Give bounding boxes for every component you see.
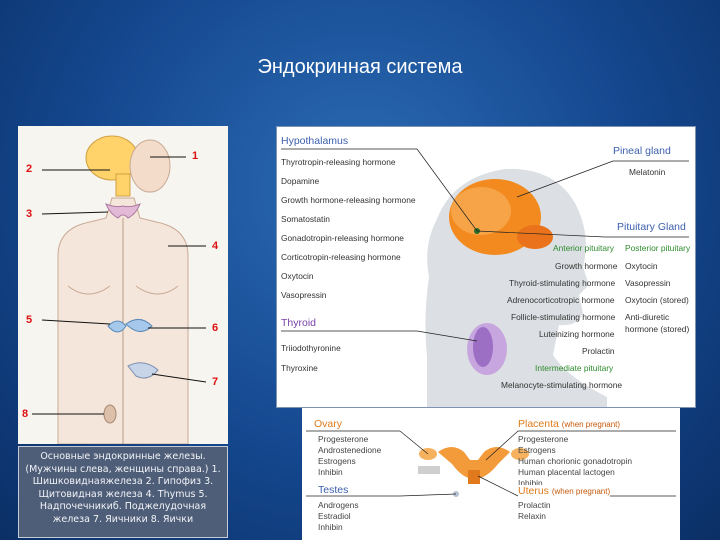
hypothalamus-hormone: Gonadotropin-releasing hormone: [281, 233, 404, 243]
hypothalamus-hormone: Vasopressin: [281, 290, 327, 300]
ovary-hormone: Progesterone: [318, 434, 369, 444]
slide-title: Эндокринная система: [257, 56, 463, 78]
placenta-heading: Placenta (when pregnant): [518, 418, 621, 430]
reproductive-svg: [306, 430, 676, 497]
ovary-hormone: Estrogens: [318, 456, 356, 466]
anterior-pituitary-heading: Anterior pituitary: [553, 243, 614, 253]
label-number-1: 1: [192, 150, 199, 162]
adrenal-shape: [107, 320, 127, 333]
endocrine-diagram: Hypothalamus Thyrotropin-releasing hormo…: [276, 126, 696, 408]
testes-shape: [103, 404, 117, 424]
head-silhouette: [281, 148, 689, 407]
label-number-2: 2: [26, 163, 33, 175]
label-number-5: 5: [26, 314, 33, 326]
uterus-hormone: Prolactin: [518, 500, 551, 510]
ovary-hormone: Inhibin: [318, 467, 343, 477]
hypothalamus-hormone: Dopamine: [281, 176, 320, 186]
uterus-heading: Uterus (when pregnant): [518, 485, 611, 497]
thyroid-hormone: Thyroxine: [281, 363, 318, 373]
testes-heading: Testes: [318, 484, 349, 496]
reproductive-diagram: Ovary Progesterone Androstenedione Estro…: [302, 408, 680, 540]
label-number-7: 7: [212, 376, 219, 388]
posterior-hormone: Oxytocin (stored): [625, 295, 689, 305]
label-number-4: 4: [212, 240, 219, 252]
placenta-hormone: Estrogens: [518, 445, 556, 455]
thyroid-shape: [105, 203, 141, 219]
ovary-heading: Ovary: [314, 418, 343, 430]
anterior-hormone: Follicle-stimulating hormone: [511, 312, 616, 322]
posterior-hormone: hormone (stored): [625, 324, 690, 334]
pineal-heading: Pineal gland: [613, 145, 671, 157]
hypothalamus-heading: Hypothalamus: [281, 135, 349, 147]
hypothalamus-hormone: Oxytocin: [281, 271, 314, 281]
hypothalamus-hormone: Somatostatin: [281, 214, 330, 224]
thyroid-heading: Thyroid: [281, 317, 317, 329]
pituitary-heading: Pituitary Gland: [617, 221, 686, 233]
placenta-hormone: Progesterone: [518, 434, 569, 444]
hypothalamus-hormone: Thyrotropin-releasing hormone: [281, 157, 396, 167]
thyroid-hormone: Triiodothyronine: [281, 343, 341, 353]
anterior-hormone: Luteinizing hormone: [539, 329, 615, 339]
anterior-hormone: Growth hormone: [555, 261, 618, 271]
placenta-hormone: Human placental lactogen: [518, 467, 615, 477]
label-number-6: 6: [212, 322, 219, 334]
testes-hormone: Androgens: [318, 500, 359, 510]
ovary-shape: [127, 362, 159, 379]
label-number-8: 8: [22, 408, 29, 420]
anterior-hormone: Thyroid-stimulating hormone: [509, 278, 616, 288]
placenta-hormone: Human chorionic gonadotropin: [518, 456, 633, 466]
intermediate-pituitary-heading: Intermediate pituitary: [535, 363, 614, 373]
placenta-hormone: Inhibin: [518, 478, 543, 488]
pineal-hormone: Melatonin: [629, 167, 666, 177]
intermediate-hormone: Melanocyte-stimulating hormone: [501, 380, 623, 390]
posterior-hormone: Anti-diuretic: [625, 312, 670, 322]
uterus-hormone: Relaxin: [518, 511, 546, 521]
brain-shape: [85, 135, 139, 181]
posterior-hormone: Vasopressin: [625, 278, 671, 288]
uterus-note: (when pregnant): [551, 487, 611, 496]
figure-caption: Основные эндокринные железы. (Мужчины сл…: [18, 446, 228, 538]
anterior-hormone: Adrenocorticotropic hormone: [507, 295, 615, 305]
hypothalamus-hormone: Corticotropin-releasing hormone: [281, 252, 401, 262]
body-silhouette: [32, 135, 207, 444]
label-number-3: 3: [26, 208, 33, 220]
hypothalamus-hormone: Growth hormone-releasing hormone: [281, 195, 416, 205]
testes-hormone: Estradiol: [318, 511, 351, 521]
pancreas-shape: [125, 319, 153, 332]
placenta-note: (when pregnant): [561, 420, 621, 429]
ovary-hormone: Androstenedione: [318, 445, 382, 455]
anterior-hormone: Prolactin: [582, 346, 615, 356]
testes-hormone: Inhibin: [318, 522, 343, 532]
posterior-pituitary-heading: Posterior pituitary: [625, 243, 691, 253]
posterior-hormone: Oxytocin: [625, 261, 658, 271]
body-illustration: 1 2 3 4 5 6 7 8: [18, 126, 228, 444]
